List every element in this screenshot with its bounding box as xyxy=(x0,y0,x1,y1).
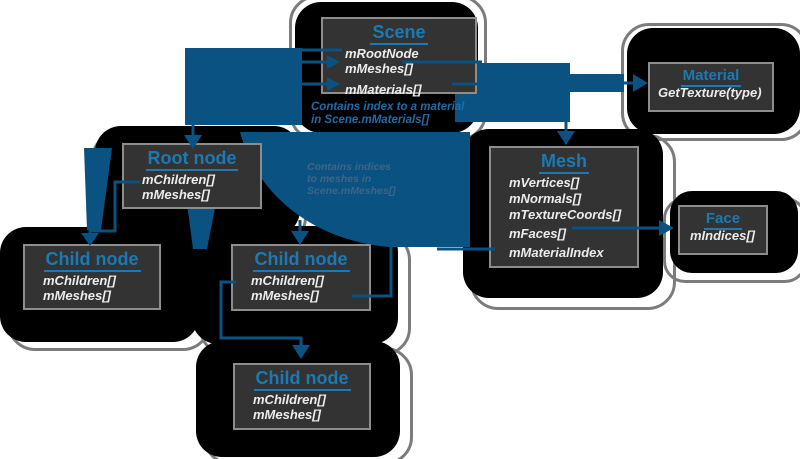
root-node-box: Root node mChildren[] mMeshes[] xyxy=(122,143,262,209)
child3-field-mchildren: mChildren[] xyxy=(253,392,326,407)
face-field-mindices: mIndices[] xyxy=(690,228,756,243)
arrowhead-rootnode xyxy=(184,135,202,149)
scene-box: Scene mRootNode mMeshes[] mMaterials[] xyxy=(321,17,477,97)
material-box: Material GetTexture(type) xyxy=(648,62,774,112)
line-child2-mmeshes-loop xyxy=(352,246,393,298)
thick-bar-to-material xyxy=(563,74,624,92)
scene-field-mmeshes: mMeshes[] xyxy=(345,61,413,76)
mesh-field-mvertices: mVertices[] xyxy=(509,175,580,190)
arrowhead-face xyxy=(659,220,674,236)
wedge-to-left-child xyxy=(84,148,112,230)
child1-field-mchildren: mChildren[] xyxy=(43,273,116,288)
annotation-material-index: Contains index to a material in Scene.mM… xyxy=(311,101,464,127)
arrowhead-child2 xyxy=(291,231,309,245)
annotation-meshes-line3: Scene.mMeshes[] xyxy=(307,185,396,197)
child-node-middle-box: Child node mChildren[] mMeshes[] xyxy=(231,244,371,311)
mesh-field-mtexturecoords: mTextureCoords[] xyxy=(509,207,622,222)
annotation-mesh-indices: Contains indices to meshes in Scene.mMes… xyxy=(307,161,396,197)
wedge-to-middle-child xyxy=(187,203,216,249)
arrowhead-child3 xyxy=(292,345,310,359)
material-field-gettexture: GetTexture(type) xyxy=(658,85,762,100)
mesh-field-mfaces: mFaces[] xyxy=(509,226,567,241)
arrowhead-mesh xyxy=(557,131,575,145)
arrowhead-scene-mmaterials xyxy=(327,77,340,91)
arrowhead-scene-mmeshes xyxy=(327,55,340,69)
child2-field-mchildren: mChildren[] xyxy=(251,273,324,288)
child-node-bottom-box: Child node mChildren[] mMeshes[] xyxy=(233,363,371,430)
line-child2-mchildren-to-child3 xyxy=(219,280,303,346)
line-root-mchildren-to-child1 xyxy=(88,180,140,234)
face-box: Face mIndices[] xyxy=(678,205,768,255)
scene-field-mmaterials: mMaterials[] xyxy=(345,82,422,97)
arrowhead-child1 xyxy=(81,233,99,246)
mesh-box: Mesh mVertices[] mNormals[] mTextureCoor… xyxy=(489,146,639,268)
child3-field-mmeshes: mMeshes[] xyxy=(253,407,321,422)
annotation-meshes-line2: to meshes in xyxy=(307,173,372,185)
scene-title: Scene xyxy=(323,19,475,45)
child-node-bottom-title: Child node xyxy=(235,365,369,391)
child2-field-mmeshes: mMeshes[] xyxy=(251,288,319,303)
mesh-field-mmaterialindex: mMaterialIndex xyxy=(509,245,604,260)
child-node-middle-title: Child node xyxy=(233,246,369,272)
mesh-title: Mesh xyxy=(491,148,637,174)
face-title: Face xyxy=(680,207,766,230)
annotation-meshes-line1: Contains indices xyxy=(307,161,392,173)
annotation-material-line1: Contains index to a material xyxy=(311,101,465,113)
scene-field-mrootnode: mRootNode xyxy=(345,46,419,61)
root-field-mmeshes: mMeshes[] xyxy=(142,187,210,202)
child-node-left-box: Child node mChildren[] mMeshes[] xyxy=(23,244,161,310)
annotation-material-line2: in Scene.mMaterials[] xyxy=(311,114,430,126)
big-arrow-swoosh xyxy=(240,132,470,247)
root-node-title: Root node xyxy=(124,145,260,171)
material-title: Material xyxy=(650,64,772,87)
root-field-mchildren: mChildren[] xyxy=(142,172,215,187)
child1-field-mmeshes: mMeshes[] xyxy=(43,288,111,303)
mesh-field-mnormals: mNormals[] xyxy=(509,191,582,206)
arrowhead-material xyxy=(633,74,648,92)
child-node-left-title: Child node xyxy=(25,246,159,272)
